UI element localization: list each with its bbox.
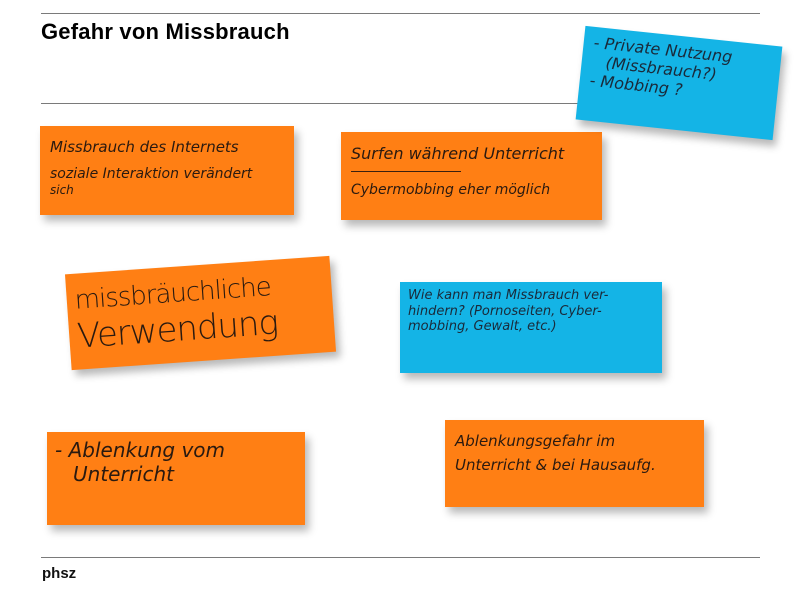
note-text: Surfen während Unterricht <box>351 144 565 163</box>
divider-line <box>351 171 461 173</box>
note-text: sich <box>50 182 74 197</box>
top-rule <box>41 13 760 14</box>
sticky-note-private-nutzung: - Private Nutzung (Missbrauch?) - Mobbin… <box>575 25 783 141</box>
note-text: Unterricht <box>73 462 174 486</box>
note-text: soziale Interaktion verändert <box>50 166 253 182</box>
footer-rule <box>41 557 760 558</box>
sticky-note-missbrauch-internet: Missbrauch des Internets soziale Interak… <box>40 126 294 215</box>
sticky-note-wie-verhindern: Wie kann man Missbrauch ver- hindern? (P… <box>400 282 662 373</box>
note-text: mobbing, Gewalt, etc.) <box>408 319 557 335</box>
sticky-note-missbraeuchliche-verwendung: missbräuchliche Verwendung <box>64 255 337 371</box>
title-underline-rule <box>41 103 601 104</box>
note-text: Cybermobbing eher möglich <box>351 182 551 199</box>
footer-logo: phsz <box>42 565 77 582</box>
note-text: - Ablenkung vom <box>55 438 226 462</box>
note-text: Ablenkungsgefahr im <box>455 432 616 450</box>
note-text: Unterricht & bei Hausaufg. <box>455 456 656 474</box>
sticky-note-surfen-unterricht: Surfen während Unterricht Cybermobbing e… <box>341 132 602 220</box>
note-text: hindern? (Pornoseiten, Cyber- <box>408 303 602 319</box>
sticky-note-ablenkungsgefahr: Ablenkungsgefahr im Unterricht & bei Hau… <box>445 420 704 507</box>
page-title: Gefahr von Missbrauch <box>41 19 290 44</box>
note-text: Missbrauch des Internets <box>50 138 239 156</box>
note-text: Wie kann man Missbrauch ver- <box>408 288 609 303</box>
sticky-note-ablenkung-vom-unterricht: - Ablenkung vom Unterricht <box>47 432 305 525</box>
